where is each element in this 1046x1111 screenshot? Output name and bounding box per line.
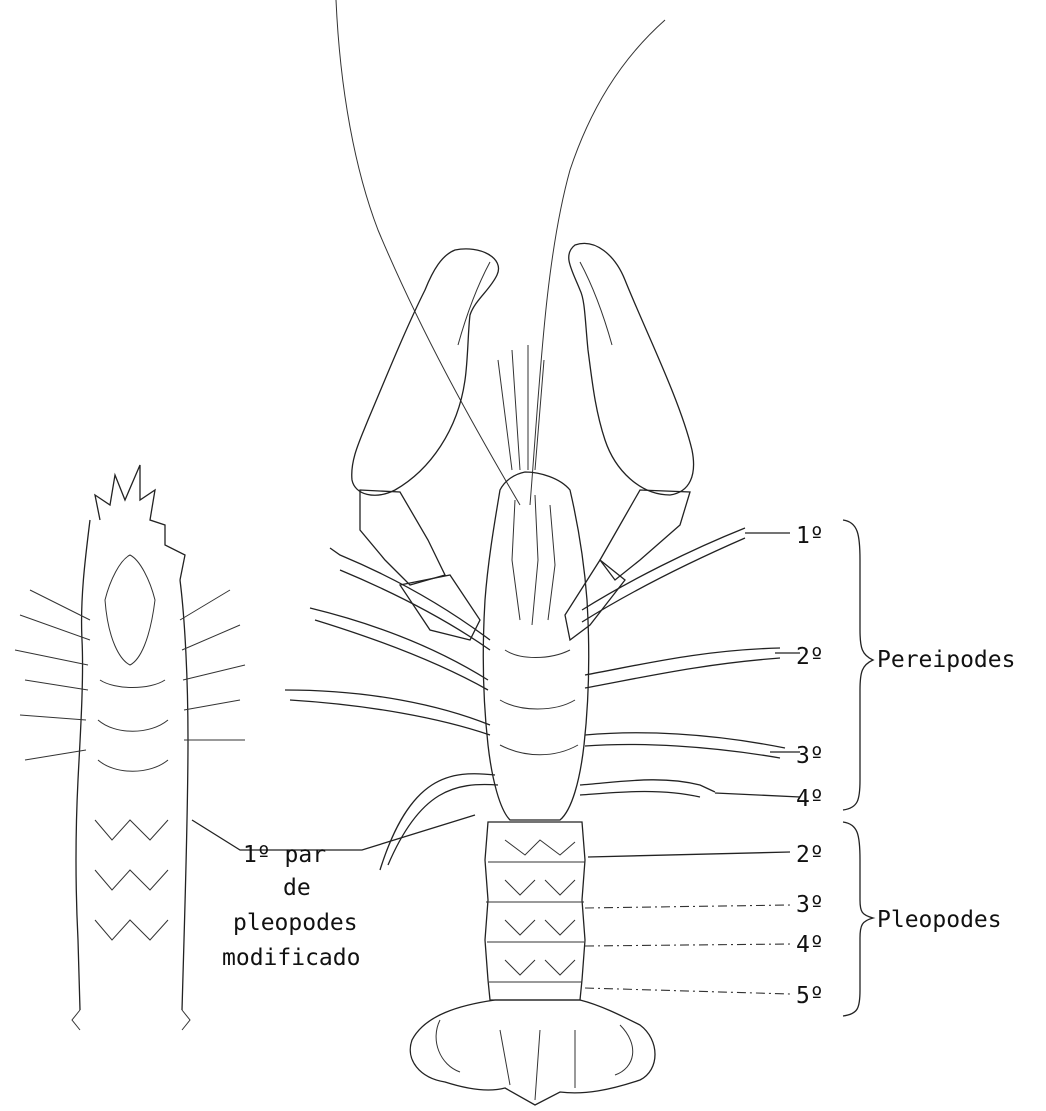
brace-pereipodes: [843, 520, 873, 810]
leader-pleopode-4: [585, 944, 790, 946]
abdomen-segments: [486, 862, 585, 982]
label-first-pair-line1: 1º par: [243, 842, 326, 868]
label-pleopode-2: 2º: [796, 842, 824, 868]
leader-pereipode-4: [715, 793, 800, 797]
detail-inner: [95, 555, 168, 940]
main-crayfish: [285, 0, 785, 1105]
right-pereiopod-1b: [582, 538, 745, 622]
detail-bottom-edge: [72, 1010, 190, 1030]
detail-legs-left: [15, 590, 90, 760]
left-pereiopod-1: [330, 548, 490, 640]
label-pereipodes-group: Pereipodes: [877, 647, 1015, 673]
tail-fan: [410, 1000, 655, 1105]
right-merus: [565, 560, 625, 640]
right-pereiopod-2: [585, 648, 780, 675]
leader-pleopode-3: [585, 905, 790, 908]
brace-pleopodes: [843, 822, 873, 1016]
right-antenna: [530, 20, 665, 505]
right-claw-dactyl: [580, 262, 612, 345]
left-claw: [352, 249, 499, 495]
label-first-pair-line4: modificado: [222, 945, 360, 971]
label-pereipode-2: 2º: [796, 644, 824, 670]
label-pereipode-4: 4º: [796, 786, 824, 812]
label-first-pair-line3: pleopodes: [233, 910, 358, 936]
pleopods: [505, 840, 575, 975]
label-pleopodes-group: Pleopodes: [877, 907, 1002, 933]
detail-legs-right: [180, 590, 245, 740]
right-carpus: [600, 490, 690, 580]
leader-pleopode-5: [585, 988, 790, 994]
label-pereipode-3: 3º: [796, 743, 824, 769]
right-pereiopod-3b: [585, 745, 780, 759]
left-carpus: [360, 490, 445, 585]
label-pleopode-5: 5º: [796, 983, 824, 1009]
label-pereipode-1: 1º: [796, 523, 824, 549]
abdomen: [485, 822, 585, 1000]
right-pereiopod-2b: [585, 658, 780, 688]
label-first-pair-line2: de: [283, 875, 311, 901]
left-pereiopod-3b: [290, 700, 490, 735]
detail-carapace: [76, 520, 188, 1010]
leader-first-pair: [192, 815, 475, 850]
left-pereiopod-2: [310, 608, 488, 680]
right-pereiopod-4: [580, 780, 715, 792]
label-pleopode-3: 3º: [796, 892, 824, 918]
mouthparts: [500, 495, 578, 755]
label-pleopode-4: 4º: [796, 932, 824, 958]
left-pereiopod-3: [285, 690, 490, 725]
right-pereiopod-4b: [580, 791, 700, 797]
left-claw-dactyl: [458, 262, 490, 345]
leader-pleopode-2: [588, 852, 790, 857]
left-pereiopod-4: [380, 774, 495, 870]
left-pereiopod-2b: [315, 620, 488, 690]
detail-crayfish: [15, 465, 245, 1030]
right-claw: [569, 243, 694, 495]
detail-rostrum: [95, 465, 185, 580]
